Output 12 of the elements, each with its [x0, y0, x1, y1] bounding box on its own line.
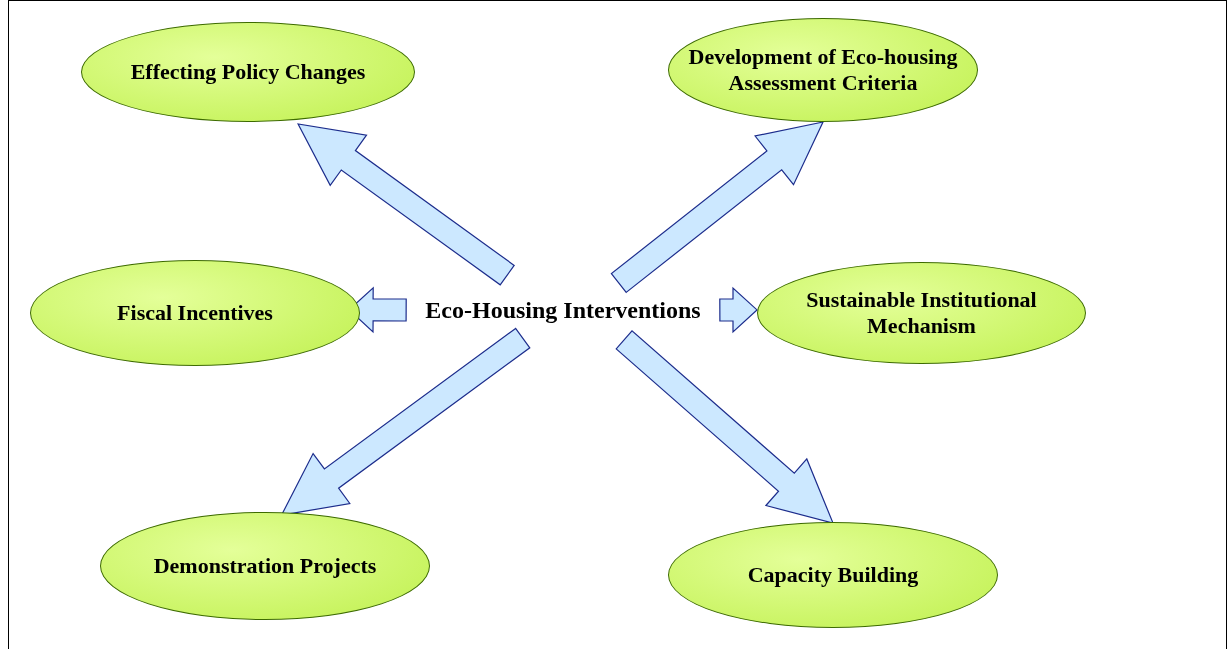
block-arrow [297, 123, 516, 286]
topic-ellipse: Demonstration Projects [100, 512, 430, 620]
topic-ellipse: Development of Eco-housing Assessment Criteria [668, 18, 978, 122]
topic-ellipse: Effecting Policy Changes [81, 22, 415, 122]
topic-ellipse: Capacity Building [668, 522, 998, 628]
topic-ellipse: Fiscal Incentives [30, 260, 360, 366]
block-arrow [615, 330, 834, 524]
block-arrow [280, 327, 531, 516]
block-arrow [719, 286, 758, 334]
block-arrow [610, 121, 825, 294]
topic-ellipse: Sustainable Institutional Mechanism [757, 262, 1086, 364]
center-label: Eco-Housing Interventions [408, 292, 718, 328]
